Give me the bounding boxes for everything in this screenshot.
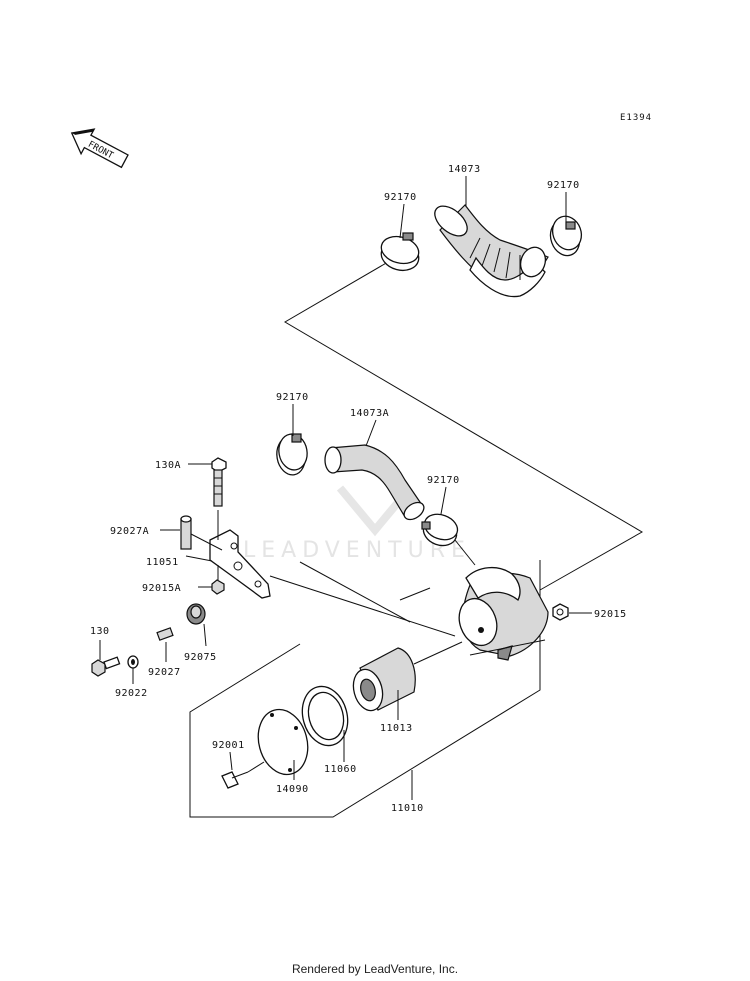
- leader-filter-to-housing: [413, 641, 463, 665]
- leader-frame-upper-edge: [299, 561, 411, 623]
- label-11060: 11060: [324, 764, 357, 775]
- label-11051: 11051: [146, 557, 179, 568]
- clamp-92170-upper-right: [549, 215, 583, 257]
- label-14073a: 14073A: [350, 408, 389, 419]
- label-92170-b: 92170: [547, 180, 580, 191]
- label-92015a: 92015A: [142, 583, 181, 594]
- leader-11051: [185, 555, 213, 562]
- watermark-text: LEADVENTURE: [243, 538, 471, 563]
- elbow-duct-14073a: [324, 444, 425, 521]
- leader-bracket-to-housing: [269, 575, 456, 637]
- label-92170-c: 92170: [276, 392, 309, 403]
- leader-92075: [203, 623, 207, 647]
- clamp-92170-upper-left: [380, 232, 420, 272]
- filter-element-11013: [352, 647, 416, 712]
- label-130a: 130A: [155, 460, 181, 471]
- bracket-11051: [209, 529, 271, 599]
- bolt-130a: [211, 457, 227, 507]
- collar-92027a: [180, 515, 192, 550]
- gasket-11060: [301, 685, 349, 747]
- label-11013: 11013: [380, 723, 413, 734]
- footer-credit: Rendered by LeadVenture, Inc.: [291, 962, 459, 976]
- leader-92170-a: [399, 203, 405, 239]
- leader-14073a: [365, 419, 377, 447]
- leader-92001-to-cover: [247, 761, 265, 773]
- clamp-92170-mid-left: [276, 433, 308, 476]
- label-92170-d: 92170: [427, 475, 460, 486]
- bolt-130: [91, 656, 121, 677]
- leader-92170-d: [440, 486, 447, 515]
- intake-hose-14073: [434, 204, 549, 298]
- leader-11010-frame: [189, 560, 541, 818]
- label-14090: 14090: [276, 784, 309, 795]
- leader-collar-to-bracket: [190, 533, 223, 551]
- nut-92015a: [211, 579, 225, 595]
- diagram-code: E1394: [620, 113, 652, 123]
- clamp-92170-mid-right: [421, 513, 459, 547]
- wing-bolt-92001: [221, 771, 249, 789]
- label-92170-a: 92170: [384, 192, 417, 203]
- collar-92027: [156, 627, 174, 641]
- air-cleaner-housing: [458, 567, 549, 661]
- label-92001: 92001: [212, 740, 245, 751]
- washer-92022: [127, 655, 139, 669]
- front-arrow-icon: FRONT: [70, 128, 129, 169]
- leader-upper-frame: [284, 261, 643, 591]
- label-92027: 92027: [148, 667, 181, 678]
- leader-92001: [229, 751, 233, 771]
- label-92027a: 92027A: [110, 526, 149, 537]
- nut-92015: [552, 603, 569, 621]
- label-92075: 92075: [184, 652, 217, 663]
- cover-14090: [257, 708, 309, 776]
- label-14073: 14073: [448, 164, 481, 175]
- label-11010: 11010: [391, 803, 424, 814]
- leader-housing-lower: [469, 639, 546, 656]
- leader-duct-to-housing: [454, 539, 476, 566]
- leader-housing-aux: [399, 587, 431, 601]
- label-130: 130: [90, 626, 110, 637]
- label-92015: 92015: [594, 609, 627, 620]
- grommet-92075: [186, 603, 206, 625]
- label-92022: 92022: [115, 688, 148, 699]
